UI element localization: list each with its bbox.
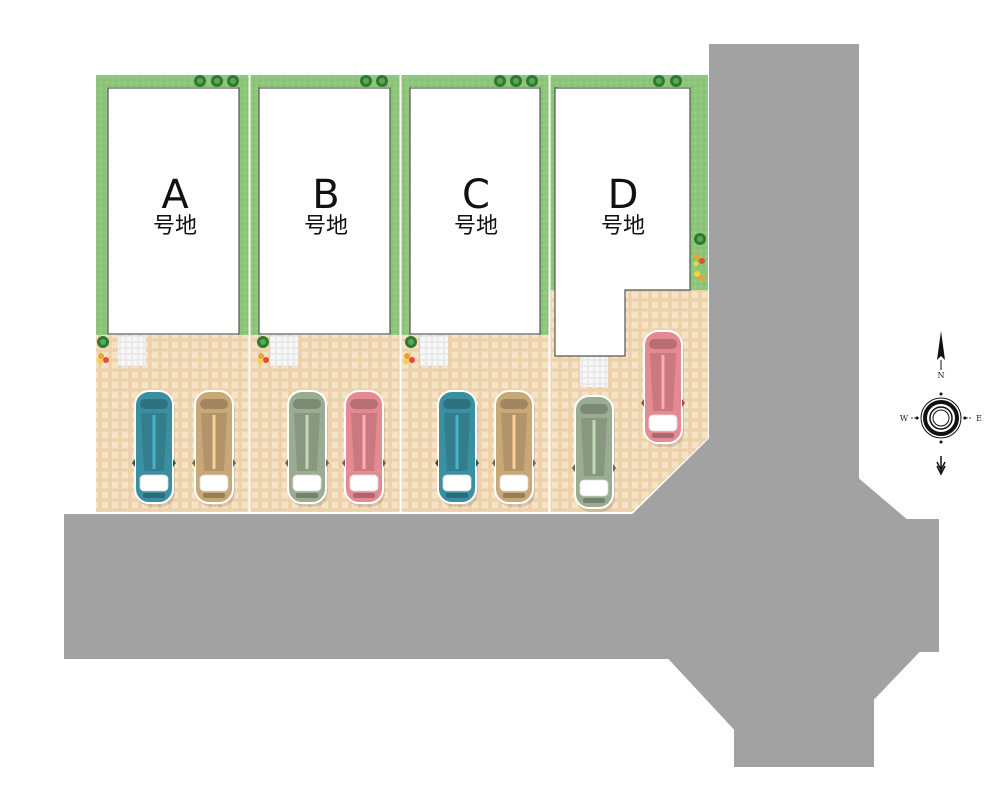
- cars: [132, 330, 685, 512]
- lot-c-letter: C: [462, 172, 490, 218]
- compass-rose: N W E: [900, 331, 982, 476]
- lot-b-entrance-pad: [270, 336, 298, 366]
- flower-icon: [694, 271, 705, 281]
- shrub-icon: [360, 75, 372, 87]
- lot-a-label: A 号地: [153, 172, 197, 239]
- car-icon: [132, 390, 176, 507]
- shrub-icon: [97, 336, 109, 348]
- lot-dividers: [248, 75, 551, 512]
- lot-b-label: B 号地: [304, 172, 348, 239]
- north-arrow-icon: [937, 331, 945, 360]
- lot-b-letter: B: [312, 172, 339, 218]
- compass-north-label: N: [938, 371, 945, 380]
- shrub-icon: [494, 75, 506, 87]
- lot-b-suffix: 号地: [304, 214, 348, 239]
- lot-a-suffix: 号地: [153, 214, 197, 239]
- shrub-icon: [227, 75, 239, 87]
- lot-a-building: [107, 87, 240, 335]
- car-icon: [572, 395, 616, 512]
- lot-c-building: [409, 87, 541, 335]
- flower-icon: [257, 353, 269, 365]
- lot-a-entrance-pad: [118, 336, 146, 366]
- lot-c-suffix: 号地: [454, 214, 498, 239]
- lot-d-building: [554, 87, 691, 357]
- car-icon: [192, 390, 236, 507]
- lot-c-entrance-pad: [420, 336, 448, 366]
- shrub-icon: [194, 75, 206, 87]
- car-icon: [435, 390, 479, 507]
- flower-icon: [693, 254, 705, 267]
- shrubs: [97, 75, 706, 348]
- shrub-icon: [670, 75, 682, 87]
- car-icon: [492, 390, 536, 507]
- shrub-icon: [694, 233, 706, 245]
- shrub-icon: [510, 75, 522, 87]
- compass-east-label: E: [976, 414, 982, 423]
- lot-c-label: C 号地: [454, 172, 498, 239]
- car-icon: [285, 390, 329, 507]
- lot-d-suffix: 号地: [601, 214, 645, 239]
- shrub-icon: [211, 75, 223, 87]
- shrub-icon: [653, 75, 665, 87]
- lot-a-lawn: [96, 75, 249, 335]
- flower-icon: [403, 353, 415, 365]
- shrub-icon: [376, 75, 388, 87]
- shrub-icon: [405, 336, 417, 348]
- south-arrow-tail-icon: [936, 456, 946, 476]
- flower-beds: [97, 254, 705, 365]
- car-icon: [641, 330, 685, 447]
- shrub-icon: [257, 336, 269, 348]
- lot-d-letter: D: [608, 172, 639, 218]
- lot-a-letter: A: [161, 172, 189, 218]
- car-icon: [342, 390, 386, 507]
- shrub-icon: [526, 75, 538, 87]
- road: [62, 42, 941, 769]
- lot-b-building: [258, 87, 391, 335]
- flower-icon: [97, 353, 109, 365]
- lot-d-label: D 号地: [601, 172, 645, 239]
- compass-west-label: W: [900, 414, 909, 423]
- lot-d-entrance-pad: [580, 357, 608, 387]
